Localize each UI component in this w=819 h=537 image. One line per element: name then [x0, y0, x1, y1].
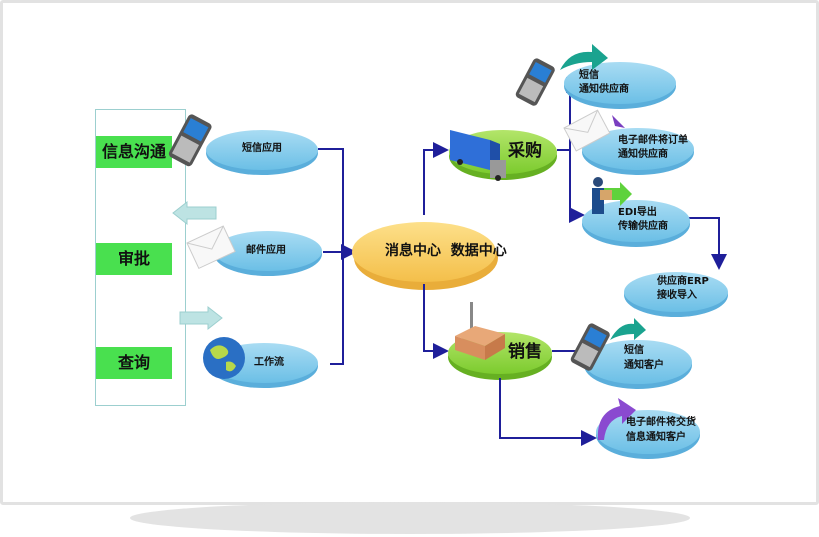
connector-apps-to-center	[318, 148, 357, 365]
sales-email-line2: 信息通知客户	[626, 432, 686, 443]
connector-sales-outputs	[499, 350, 597, 446]
curved-arrow-icon	[597, 398, 636, 440]
mobile-phone-icon	[570, 323, 610, 371]
center-disk[interactable]	[352, 222, 498, 290]
app-label-sms: 短信应用	[242, 143, 282, 154]
purchase-output-email-disk[interactable]	[582, 128, 694, 175]
globe-icon	[203, 337, 245, 379]
supplier-erp-disk[interactable]	[624, 272, 728, 317]
purchase-label: 采购	[508, 141, 542, 161]
forward-arrow-icon	[610, 318, 646, 340]
app-label-workflow: 工作流	[254, 357, 284, 368]
app-disk-sms[interactable]	[206, 130, 318, 175]
arrow-right-icon	[179, 305, 223, 331]
app-label-email: 邮件应用	[246, 245, 286, 256]
envelope-icon	[186, 225, 236, 270]
delivery-worker-icon	[592, 177, 632, 214]
purchase-email-line2: 通知供应商	[618, 149, 668, 160]
erp-line2: 接收导入	[657, 290, 697, 301]
purchase-edi-line1: EDI导出	[618, 207, 657, 218]
panel-item-communication[interactable]: 信息沟通	[96, 136, 172, 168]
purchase-edi-line2: 传输供应商	[618, 221, 668, 232]
sales-sms-line2: 通知客户	[624, 360, 664, 371]
mobile-phone-icon	[515, 58, 555, 106]
arrow-left-icon	[172, 200, 217, 226]
center-label: 消息中心 数据中心	[385, 243, 507, 259]
purple-arrow-icon	[612, 115, 625, 128]
purchase-sms-line2: 通知供应商	[579, 84, 629, 95]
panel-item-query[interactable]: 查询	[96, 347, 172, 379]
sales-sms-line1: 短信	[624, 345, 644, 356]
connector-center-to-modules	[423, 142, 449, 359]
purchase-sms-line1: 短信	[579, 70, 599, 81]
app-disk-email[interactable]	[214, 231, 322, 276]
warehouse-icon	[455, 302, 505, 360]
truck-icon	[450, 130, 506, 181]
purchase-email-line1: 电子邮件将订单	[618, 135, 688, 146]
forward-arrow-icon	[560, 44, 608, 70]
sales-email-line1: 电子邮件将交货	[626, 417, 696, 428]
panel-item-approval[interactable]: 审批	[96, 243, 172, 275]
mobile-phone-icon	[168, 114, 212, 167]
envelope-icon	[563, 109, 611, 152]
erp-line1: 供应商ERP	[657, 276, 709, 287]
sales-label: 销售	[508, 342, 542, 362]
sales-output-sms-disk[interactable]	[584, 340, 692, 389]
floor-shadow	[130, 502, 690, 534]
purchase-output-edi-disk[interactable]	[582, 200, 690, 247]
purchase-output-sms-disk[interactable]	[564, 62, 676, 109]
